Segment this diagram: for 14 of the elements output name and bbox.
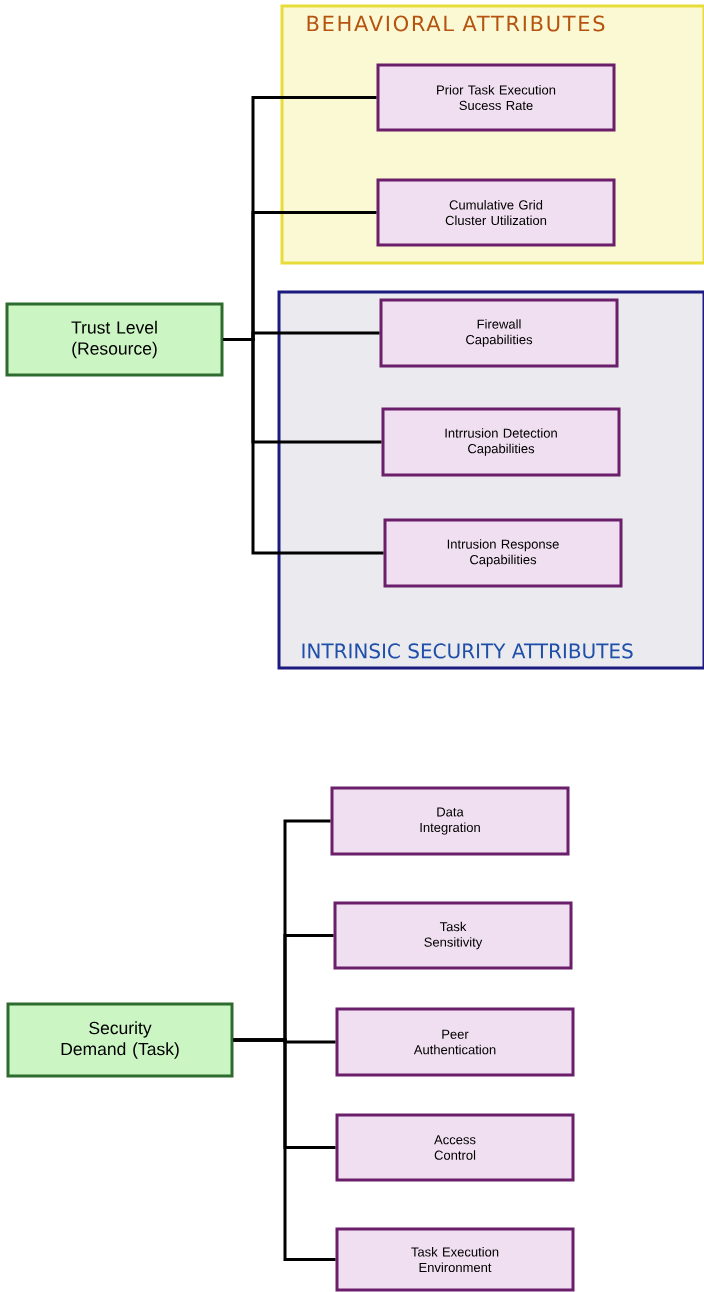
attribute-box: Intrrusion Detection Capabilities bbox=[381, 407, 621, 477]
attribute-box: Prior Task Execution Sucess Rate bbox=[376, 63, 616, 132]
attribute-box: Task Execution Environment bbox=[335, 1227, 575, 1292]
category-box: Security Demand (Task) bbox=[6, 1002, 234, 1078]
category-box: Trust Level (Resource) bbox=[5, 302, 224, 377]
attribute-box: Task Sensitivity bbox=[333, 901, 573, 970]
connector-line bbox=[223, 338, 384, 555]
connector-line bbox=[233, 1038, 336, 1261]
attribute-box: Access Control bbox=[335, 1113, 575, 1182]
attribute-box: Intrusion Response Capabilities bbox=[383, 518, 623, 588]
attribute-box: Peer Authentication bbox=[335, 1007, 575, 1077]
attribute-box: Data Integration bbox=[330, 786, 570, 856]
attribute-box: Cumulative Grid Cluster Utilization bbox=[376, 178, 616, 247]
attribute-box: Firewall Capabilities bbox=[379, 298, 619, 368]
